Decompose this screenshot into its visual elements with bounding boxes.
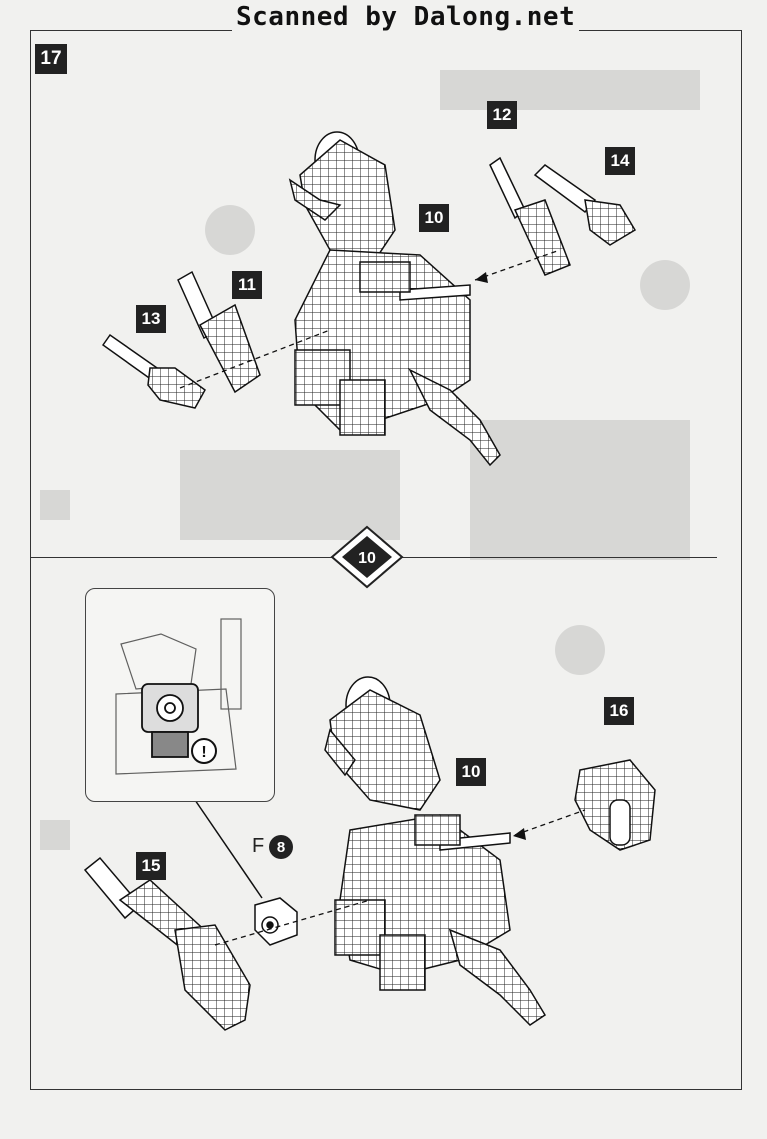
- guide-arrow-icon: [475, 272, 488, 283]
- part-11-cannon: [177, 270, 261, 394]
- callout-13: 13: [136, 305, 166, 333]
- robot-illustration-bottom: [324, 676, 547, 1026]
- part-16-weapon-pod: [574, 759, 656, 851]
- callout-12: 12: [487, 101, 517, 129]
- callout-10-bottom: 10: [456, 758, 486, 786]
- part-14-cannon: [533, 164, 637, 246]
- part-15-gatling-cannon: [83, 856, 251, 1031]
- detail-inset-box: !: [85, 588, 275, 802]
- callout-10-top: 10: [419, 204, 449, 232]
- part-12-cannon: [489, 156, 571, 276]
- svg-text:!: !: [201, 744, 206, 761]
- warning-icon: !: [191, 738, 217, 764]
- guide-arrow-icon: [513, 828, 526, 840]
- part-13-cannon: [101, 333, 206, 409]
- divider-line-left: [30, 557, 332, 558]
- assembly-guide-lines-top: [179, 249, 561, 389]
- assembly-guide-lines-bottom: [214, 809, 586, 946]
- callout-14: 14: [605, 147, 635, 175]
- callout-15: 15: [136, 852, 166, 880]
- callout-11: 11: [232, 271, 262, 299]
- part-letter-label: F: [252, 835, 265, 857]
- step-number-badge: 17: [35, 44, 67, 74]
- part-f8-joint-block: [254, 897, 298, 946]
- divider-line-right: [402, 557, 717, 558]
- part-number-badge: 8: [269, 835, 293, 859]
- detail-leader-line: [194, 799, 263, 899]
- scan-credit: Scanned by Dalong.net: [232, 2, 580, 32]
- robot-illustration-top: [288, 131, 501, 467]
- callout-16: 16: [604, 697, 634, 725]
